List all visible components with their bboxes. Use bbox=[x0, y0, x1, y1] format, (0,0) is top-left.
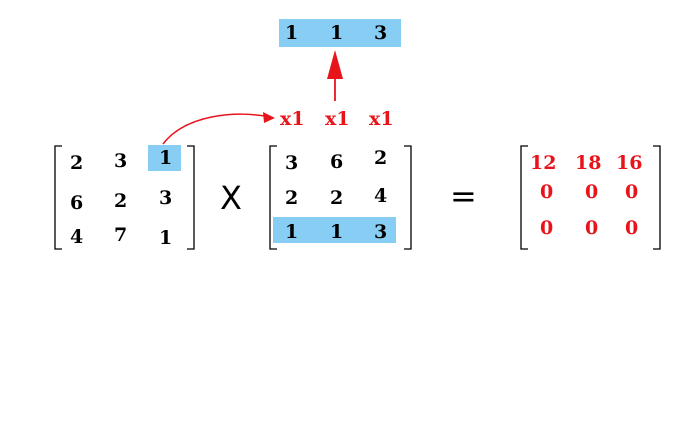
vertical-arrow-head bbox=[327, 50, 343, 79]
matrix-a-cell: 2 bbox=[70, 152, 84, 174]
matrix-b-cell: 2 bbox=[374, 147, 388, 169]
matrix-c-cell: 0 bbox=[625, 217, 639, 239]
multiplier-1: x1 bbox=[280, 108, 305, 130]
matrix-c-cell: 18 bbox=[575, 152, 602, 174]
curved-arrow-head bbox=[263, 112, 275, 123]
matrix-a-cell: 3 bbox=[159, 187, 173, 209]
matrix-c-cell: 0 bbox=[540, 217, 554, 239]
matrix-a-cell: 1 bbox=[159, 227, 173, 249]
matrix-c-cell: 0 bbox=[540, 181, 554, 203]
matrix-b-brackets bbox=[269, 145, 412, 250]
curved-arrow bbox=[162, 113, 271, 145]
top-row-highlight bbox=[279, 19, 401, 47]
equals-operator: = bbox=[450, 177, 477, 215]
top-row-value-2: 1 bbox=[330, 22, 344, 44]
top-row-value-3: 3 bbox=[374, 22, 388, 44]
multiplier-2: x1 bbox=[325, 108, 350, 130]
matrix-b-cell: 1 bbox=[330, 221, 344, 243]
matrix-c-cell: 0 bbox=[585, 217, 599, 239]
matrix-b-cell: 3 bbox=[374, 221, 388, 243]
matrix-a-cell: 6 bbox=[70, 192, 84, 214]
multiplier-3: x1 bbox=[369, 108, 394, 130]
matrix-b-cell: 2 bbox=[285, 187, 299, 209]
matrix-a-cell: 1 bbox=[159, 147, 173, 169]
matrix-b-cell: 1 bbox=[285, 221, 299, 243]
matrix-c-cell: 12 bbox=[530, 152, 557, 174]
matrix-c-cell: 0 bbox=[625, 181, 639, 203]
matrix-a-cell: 2 bbox=[114, 190, 128, 212]
times-operator: X bbox=[220, 179, 242, 217]
matrix-c-brackets bbox=[520, 145, 661, 250]
matrix-a-brackets bbox=[54, 145, 195, 250]
matrix-a-cell: 7 bbox=[114, 224, 128, 246]
matrix-b-cell: 6 bbox=[330, 151, 344, 173]
matrix-c-cell: 16 bbox=[616, 152, 643, 174]
matrix-b-cell: 2 bbox=[330, 187, 344, 209]
matrix-c-cell: 0 bbox=[585, 181, 599, 203]
matrix-b-cell: 3 bbox=[285, 152, 299, 174]
top-row-value-1: 1 bbox=[285, 22, 299, 44]
matrix-b-cell: 4 bbox=[374, 185, 388, 207]
matrix-a-cell-highlight bbox=[148, 145, 181, 171]
matrix-a-cell: 4 bbox=[70, 226, 84, 248]
matrix-a-cell: 3 bbox=[114, 150, 128, 172]
matrix-b-row-highlight bbox=[273, 217, 396, 243]
